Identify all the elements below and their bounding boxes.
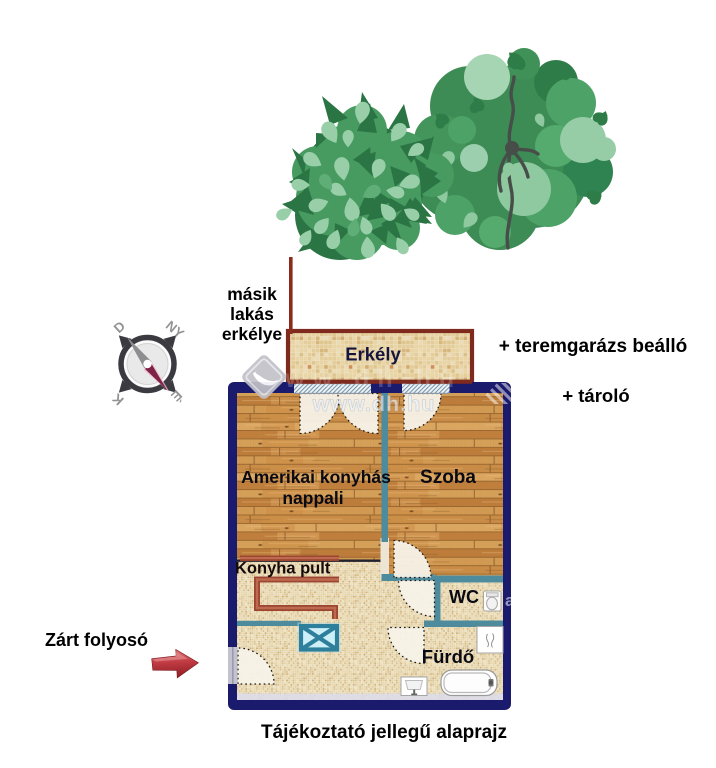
svg-text:lakás: lakás — [230, 304, 274, 324]
svg-text:másik: másik — [227, 284, 277, 304]
svg-text:nappali: nappali — [282, 488, 343, 508]
svg-text:Erkély: Erkély — [345, 344, 401, 365]
svg-text:Tájékoztató jellegű alaprajz: Tájékoztató jellegű alaprajz — [261, 722, 507, 743]
svg-text:erkélye: erkélye — [222, 324, 283, 344]
svg-text:+ teremgarázs beálló: + teremgarázs beálló — [499, 336, 688, 357]
svg-text:Konyha pult: Konyha pult — [235, 560, 331, 578]
svg-text:+ tároló: + tároló — [562, 385, 629, 406]
svg-text:Szoba: Szoba — [420, 467, 476, 488]
svg-text:www.dh.hu: www.dh.hu — [257, 365, 462, 393]
svg-text:www.dh.hu: www.dh.hu — [312, 392, 436, 416]
svg-text:al: al — [505, 591, 519, 610]
svg-text:Amerikai konyhás: Amerikai konyhás — [241, 467, 391, 487]
svg-text:WC: WC — [449, 587, 479, 607]
svg-text:Zárt folyosó: Zárt folyosó — [45, 630, 148, 650]
svg-text:Fürdő: Fürdő — [422, 646, 474, 667]
